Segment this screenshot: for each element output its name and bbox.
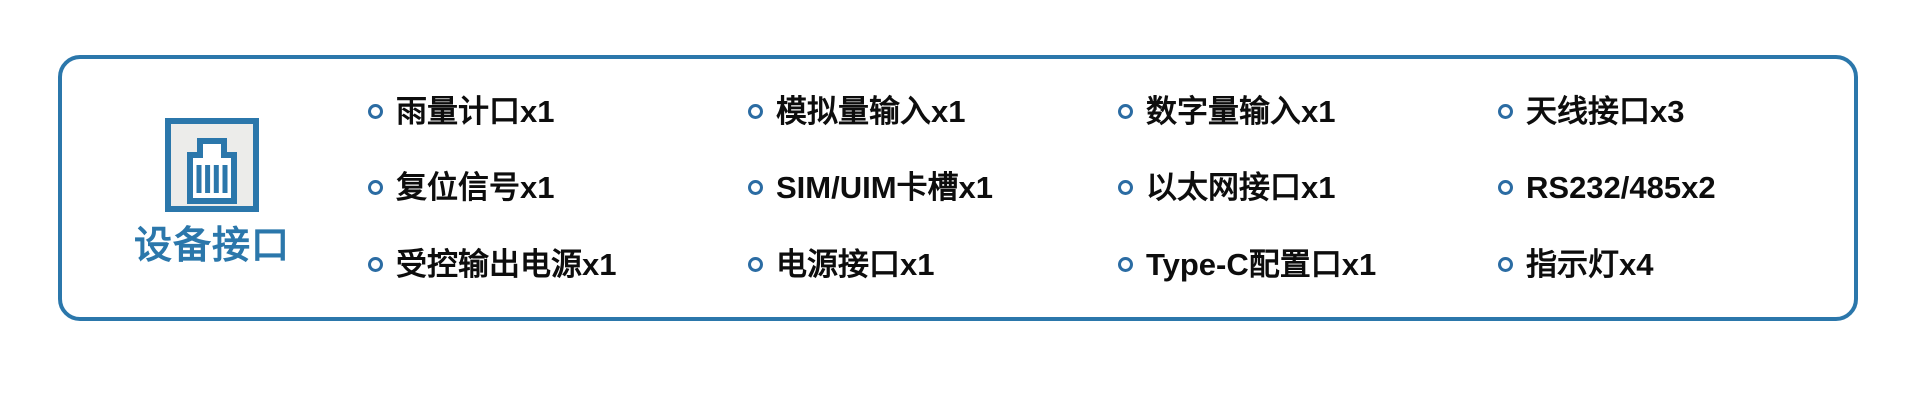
feature-item: SIM/UIM卡槽x1 — [748, 150, 1118, 227]
feature-grid: 雨量计口x1 模拟量输入x1 数字量输入x1 天线接口x3 复位信号x1 SIM… — [362, 59, 1854, 317]
feature-label: SIM/UIM卡槽x1 — [776, 170, 994, 206]
bullet-icon — [368, 257, 383, 273]
feature-label: 数字量输入x1 — [1146, 93, 1336, 129]
feature-label: 复位信号x1 — [396, 170, 555, 206]
bullet-icon — [368, 103, 383, 119]
feature-label: 以太网接口x1 — [1146, 170, 1336, 206]
bullet-icon — [1118, 180, 1133, 196]
device-interface-card: 设备接口 雨量计口x1 模拟量输入x1 数字量输入x1 天线接口x3 复位信号x… — [58, 55, 1858, 321]
feature-item: 受控输出电源x1 — [368, 226, 748, 303]
feature-item: Type-C配置口x1 — [1118, 226, 1498, 303]
identity-block: 设备接口 — [62, 59, 362, 317]
bullet-icon — [748, 257, 763, 273]
feature-item: 雨量计口x1 — [368, 73, 748, 150]
feature-label: 指示灯x4 — [1526, 247, 1654, 283]
feature-item: 电源接口x1 — [748, 226, 1118, 303]
feature-label: 模拟量输入x1 — [776, 93, 966, 129]
feature-item: 数字量输入x1 — [1118, 73, 1498, 150]
bullet-icon — [748, 103, 763, 119]
identity-label: 设备接口 — [133, 225, 290, 267]
feature-item: 指示灯x4 — [1498, 226, 1798, 303]
feature-item: 模拟量输入x1 — [748, 73, 1118, 150]
feature-label: RS232/485x2 — [1526, 170, 1716, 206]
feature-item: 天线接口x3 — [1498, 73, 1798, 150]
feature-item: RS232/485x2 — [1498, 150, 1798, 227]
feature-label: 受控输出电源x1 — [396, 247, 617, 283]
feature-label: Type-C配置口x1 — [1146, 247, 1377, 283]
feature-label: 天线接口x3 — [1526, 93, 1685, 129]
bullet-icon — [1118, 103, 1133, 119]
feature-label: 雨量计口x1 — [396, 93, 555, 129]
bullet-icon — [748, 180, 763, 196]
bullet-icon — [1498, 180, 1513, 196]
bullet-icon — [1498, 103, 1513, 119]
bullet-icon — [1498, 257, 1513, 273]
feature-item: 复位信号x1 — [368, 150, 748, 227]
bullet-icon — [1118, 257, 1133, 273]
feature-label: 电源接口x1 — [776, 247, 935, 283]
rj45-port-icon — [164, 117, 260, 213]
bullet-icon — [368, 180, 383, 196]
feature-item: 以太网接口x1 — [1118, 150, 1498, 227]
